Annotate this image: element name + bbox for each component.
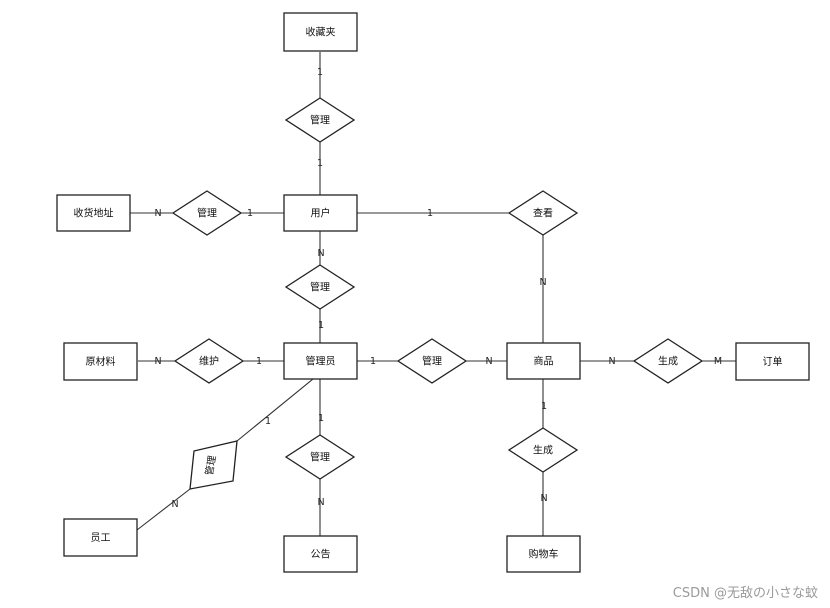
cardinality-admin-side-product: 1 xyxy=(370,356,376,367)
entity-address: 收货地址 xyxy=(56,194,131,232)
relationship-admin-notice-label: 管理 xyxy=(310,451,330,464)
entity-staff: 员工 xyxy=(63,518,138,557)
entity-favorites-label: 收藏夹 xyxy=(306,26,336,39)
entity-favorites: 收藏夹 xyxy=(283,12,358,52)
relationship-user-product-label: 查看 xyxy=(533,207,553,220)
entity-user: 用户 xyxy=(283,194,358,232)
connectors xyxy=(130,52,736,536)
relationship-admin-staff-label: 管理 xyxy=(202,454,218,476)
entity-order: 订单 xyxy=(735,342,810,381)
entity-cart-label: 购物车 xyxy=(529,548,559,561)
relationship-admin-product: 管理 xyxy=(396,338,468,384)
cardinality-notice-side: N xyxy=(317,497,324,508)
cardinality-cart-side: N xyxy=(540,493,547,504)
cardinality-raw-side: N xyxy=(154,356,161,367)
relationship-admin-notice: 管理 xyxy=(284,434,356,480)
cardinality-admin-side-notice: 1 xyxy=(318,413,324,424)
entity-admin-label: 管理员 xyxy=(306,355,336,368)
cardinality-order-side: M xyxy=(714,356,722,367)
relationship-admin-raw: 维护 xyxy=(173,338,245,384)
cardinality-product-side-view: N xyxy=(539,277,546,288)
relationship-user-address-label: 管理 xyxy=(197,207,217,220)
edge-staff-rel-box xyxy=(136,488,191,531)
cardinality-admin-side-raw: 1 xyxy=(256,356,262,367)
relationship-admin-staff: 管理 xyxy=(189,440,238,490)
entity-notice-label: 公告 xyxy=(311,548,331,561)
entity-product: 商品 xyxy=(506,342,581,380)
relationship-product-order: 生成 xyxy=(632,338,704,384)
cardinality-admin-side-staff: 1 xyxy=(265,416,271,427)
relationship-user-admin: 管理 xyxy=(284,264,356,310)
relationship-user-admin-label: 管理 xyxy=(310,281,330,294)
cardinality-product-side-cart: 1 xyxy=(541,401,547,412)
relationship-user-favorites: 管理 xyxy=(284,97,356,143)
entity-order-label: 订单 xyxy=(763,356,783,368)
cardinality-address-side: N xyxy=(154,208,161,219)
watermark-text: CSDN @无敌の小さな蚊 xyxy=(673,586,818,601)
entity-notice: 公告 xyxy=(283,535,358,573)
cardinality-staff-side: N xyxy=(171,499,178,510)
entity-product-label: 商品 xyxy=(534,355,554,368)
cardinality-favorites-side: 1 xyxy=(317,67,323,78)
cardinality-user-side-favorites: 1 xyxy=(317,158,323,169)
edge-admin-staff-rel xyxy=(236,378,314,442)
entity-user-label: 用户 xyxy=(311,207,331,220)
cardinality-user-side-admin: N xyxy=(317,248,324,259)
entity-raw-material: 原材料 xyxy=(63,342,138,381)
entity-address-label: 收货地址 xyxy=(74,207,114,220)
relationship-user-product: 查看 xyxy=(507,190,579,236)
cardinality-product-side-order: N xyxy=(608,356,615,367)
relationship-product-cart: 生成 xyxy=(507,427,579,473)
cardinality-user-side-address: 1 xyxy=(247,208,253,219)
entity-cart: 购物车 xyxy=(506,535,581,573)
relationship-product-cart-label: 生成 xyxy=(533,444,553,457)
relationship-product-order-label: 生成 xyxy=(658,355,678,368)
cardinality-user-side-product: 1 xyxy=(427,208,433,219)
entity-raw-material-label: 原材料 xyxy=(86,355,116,368)
cardinality-product-side-admin: N xyxy=(485,356,492,367)
relationship-user-favorites-label: 管理 xyxy=(310,114,330,127)
entity-staff-label: 员工 xyxy=(91,532,111,544)
entity-admin: 管理员 xyxy=(283,342,358,380)
relationship-admin-product-label: 管理 xyxy=(422,355,442,368)
cardinality-labels: 1 1 N 1 1 N N 1 N 1 1 N N M 1 N 1 N 1 N xyxy=(154,67,722,510)
relationship-user-address: 管理 xyxy=(171,190,243,236)
relationship-admin-raw-label: 维护 xyxy=(199,355,219,368)
cardinality-admin-side-user: 1 xyxy=(318,320,324,331)
